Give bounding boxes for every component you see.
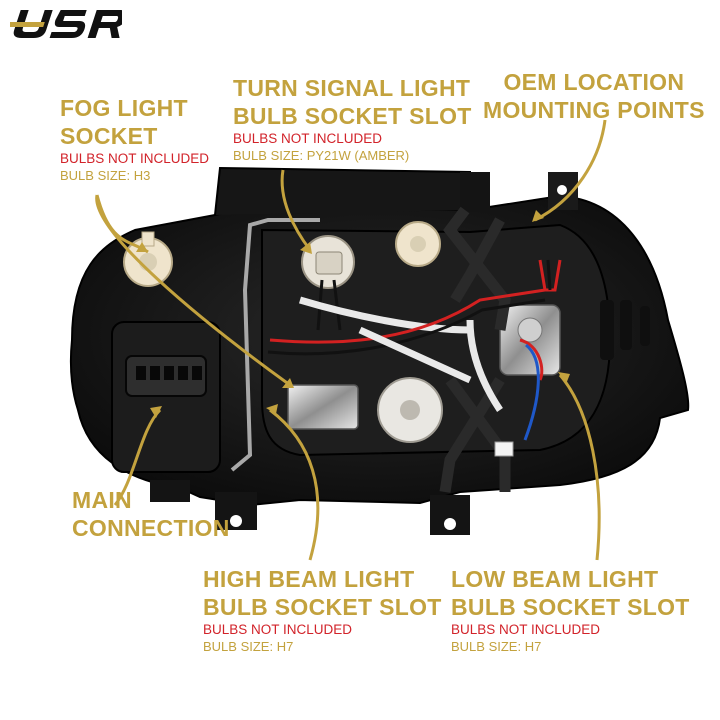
arrowhead-fog: [136, 242, 148, 252]
callout-low-beam: LOW BEAM LIGHT BULB SOCKET SLOT BULBS NO…: [451, 565, 690, 655]
arrowhead-high: [266, 404, 278, 414]
callout-fog-light: FOG LIGHT SOCKET BULBS NOT INCLUDED BULB…: [60, 94, 209, 184]
high-warning: BULBS NOT INCLUDED: [203, 622, 353, 637]
turn-signal-socket: [301, 235, 355, 331]
low-title-line1: LOW BEAM LIGHT: [451, 566, 659, 592]
arrowhead-low: [558, 372, 570, 384]
arrowhead-fog-2: [282, 378, 294, 388]
oem-title-line1: OEM LOCATION: [503, 69, 685, 95]
fog-title-line1: FOG LIGHT: [60, 95, 188, 121]
arrow-main: [113, 408, 162, 506]
main-connector: [111, 321, 221, 473]
fog-title-line2: SOCKET: [60, 123, 158, 149]
callout-high-beam: HIGH BEAM LIGHT BULB SOCKET SLOT BULBS N…: [203, 565, 442, 655]
tab-hole: [230, 515, 242, 527]
mounting-tab-left: [150, 480, 190, 502]
main-title-line1: MAIN: [72, 487, 132, 513]
wire-harness: [267, 259, 562, 441]
turn-warning: BULBS NOT INCLUDED: [233, 131, 383, 146]
small-connector: [494, 441, 514, 457]
high-bulb-size: BULB SIZE: H7: [203, 639, 294, 654]
arrow-fog-2: [95, 194, 291, 387]
oem-title-line2: MOUNTING POINTS: [483, 97, 705, 123]
callout-oem-mounting: OEM LOCATION MOUNTING POINTS: [483, 68, 705, 124]
low-bulb-size: BULB SIZE: H7: [451, 639, 542, 654]
arrowhead-turn: [300, 242, 312, 254]
tab-hole: [557, 185, 567, 195]
brand-logo: [10, 10, 122, 38]
arrowhead-oem: [532, 210, 544, 222]
adjuster-cap: [395, 221, 441, 267]
arrow-turn: [280, 169, 312, 251]
wire-bracket: [230, 218, 320, 472]
high-title-line1: HIGH BEAM LIGHT: [203, 566, 415, 592]
callout-main-connection: MAIN CONNECTION: [72, 486, 230, 542]
arrow-low: [558, 374, 601, 561]
arrow-oem: [534, 119, 607, 222]
turn-title-line2: BULB SOCKET SLOT: [233, 103, 472, 129]
fog-warning: BULBS NOT INCLUDED: [60, 151, 210, 166]
fog-bulb-size: BULB SIZE: H3: [60, 168, 151, 183]
mounting-tab-top-right: [460, 172, 490, 212]
arrow-heads: [136, 210, 570, 418]
low-beam-socket: [499, 304, 561, 376]
main-title-line2: CONNECTION: [72, 515, 230, 541]
turn-title-line1: TURN SIGNAL LIGHT: [233, 75, 471, 101]
callout-arrows: [95, 119, 607, 561]
low-title-line2: BULB SOCKET SLOT: [451, 594, 690, 620]
housing-top-edge: [214, 166, 471, 216]
arrowhead-main: [150, 406, 162, 418]
high-beam-cap: [377, 377, 443, 443]
callout-turn-signal: TURN SIGNAL LIGHT BULB SOCKET SLOT BULBS…: [233, 74, 472, 164]
turn-bulb-size: BULB SIZE: PY21W (AMBER): [233, 148, 410, 163]
cooling-fins: [600, 300, 650, 360]
high-beam-socket: [287, 384, 359, 430]
tab-hole: [444, 518, 456, 530]
arrow-high: [269, 408, 320, 561]
high-title-line2: BULB SOCKET SLOT: [203, 594, 442, 620]
low-warning: BULBS NOT INCLUDED: [451, 622, 601, 637]
